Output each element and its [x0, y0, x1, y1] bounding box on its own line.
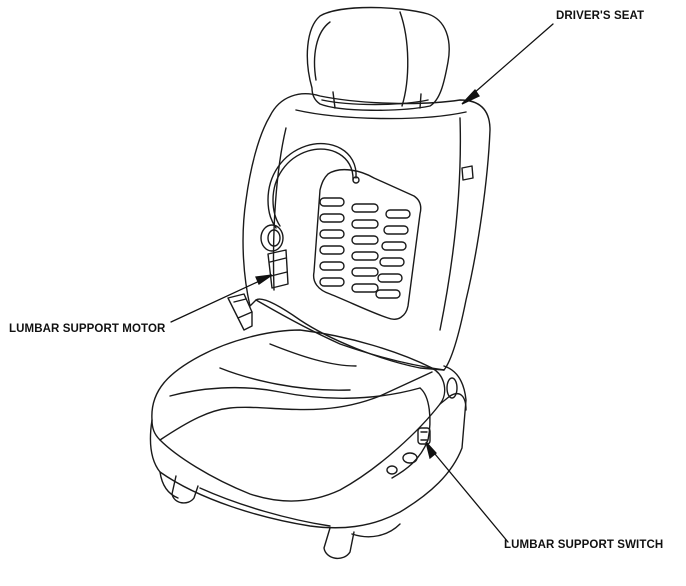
- seat-cushion: [151, 329, 446, 502]
- headrest: [306, 6, 450, 111]
- drivers-seat-leader: [465, 23, 554, 101]
- lumbar-plate: [312, 168, 422, 320]
- seat-back: [242, 93, 491, 371]
- switch-leader: [429, 447, 509, 543]
- lumbar-slots: [319, 197, 411, 299]
- drivers-seat-arrowhead: [461, 88, 480, 105]
- switch-arrowhead: [425, 441, 437, 460]
- belt-buckle: [227, 293, 253, 331]
- seat-base: [149, 365, 467, 559]
- lumbar-motor-assembly: [260, 142, 357, 289]
- lumbar-switch-knob: [417, 427, 431, 445]
- lumbar-support-switch-label: LUMBAR SUPPORT SWITCH: [504, 539, 664, 551]
- lumbar-support-motor-label: LUMBAR SUPPORT MOTOR: [9, 323, 166, 335]
- drivers-seat-label: DRIVER'S SEAT: [556, 10, 645, 22]
- motor-arrowhead: [255, 274, 273, 285]
- motor-leader: [170, 277, 267, 323]
